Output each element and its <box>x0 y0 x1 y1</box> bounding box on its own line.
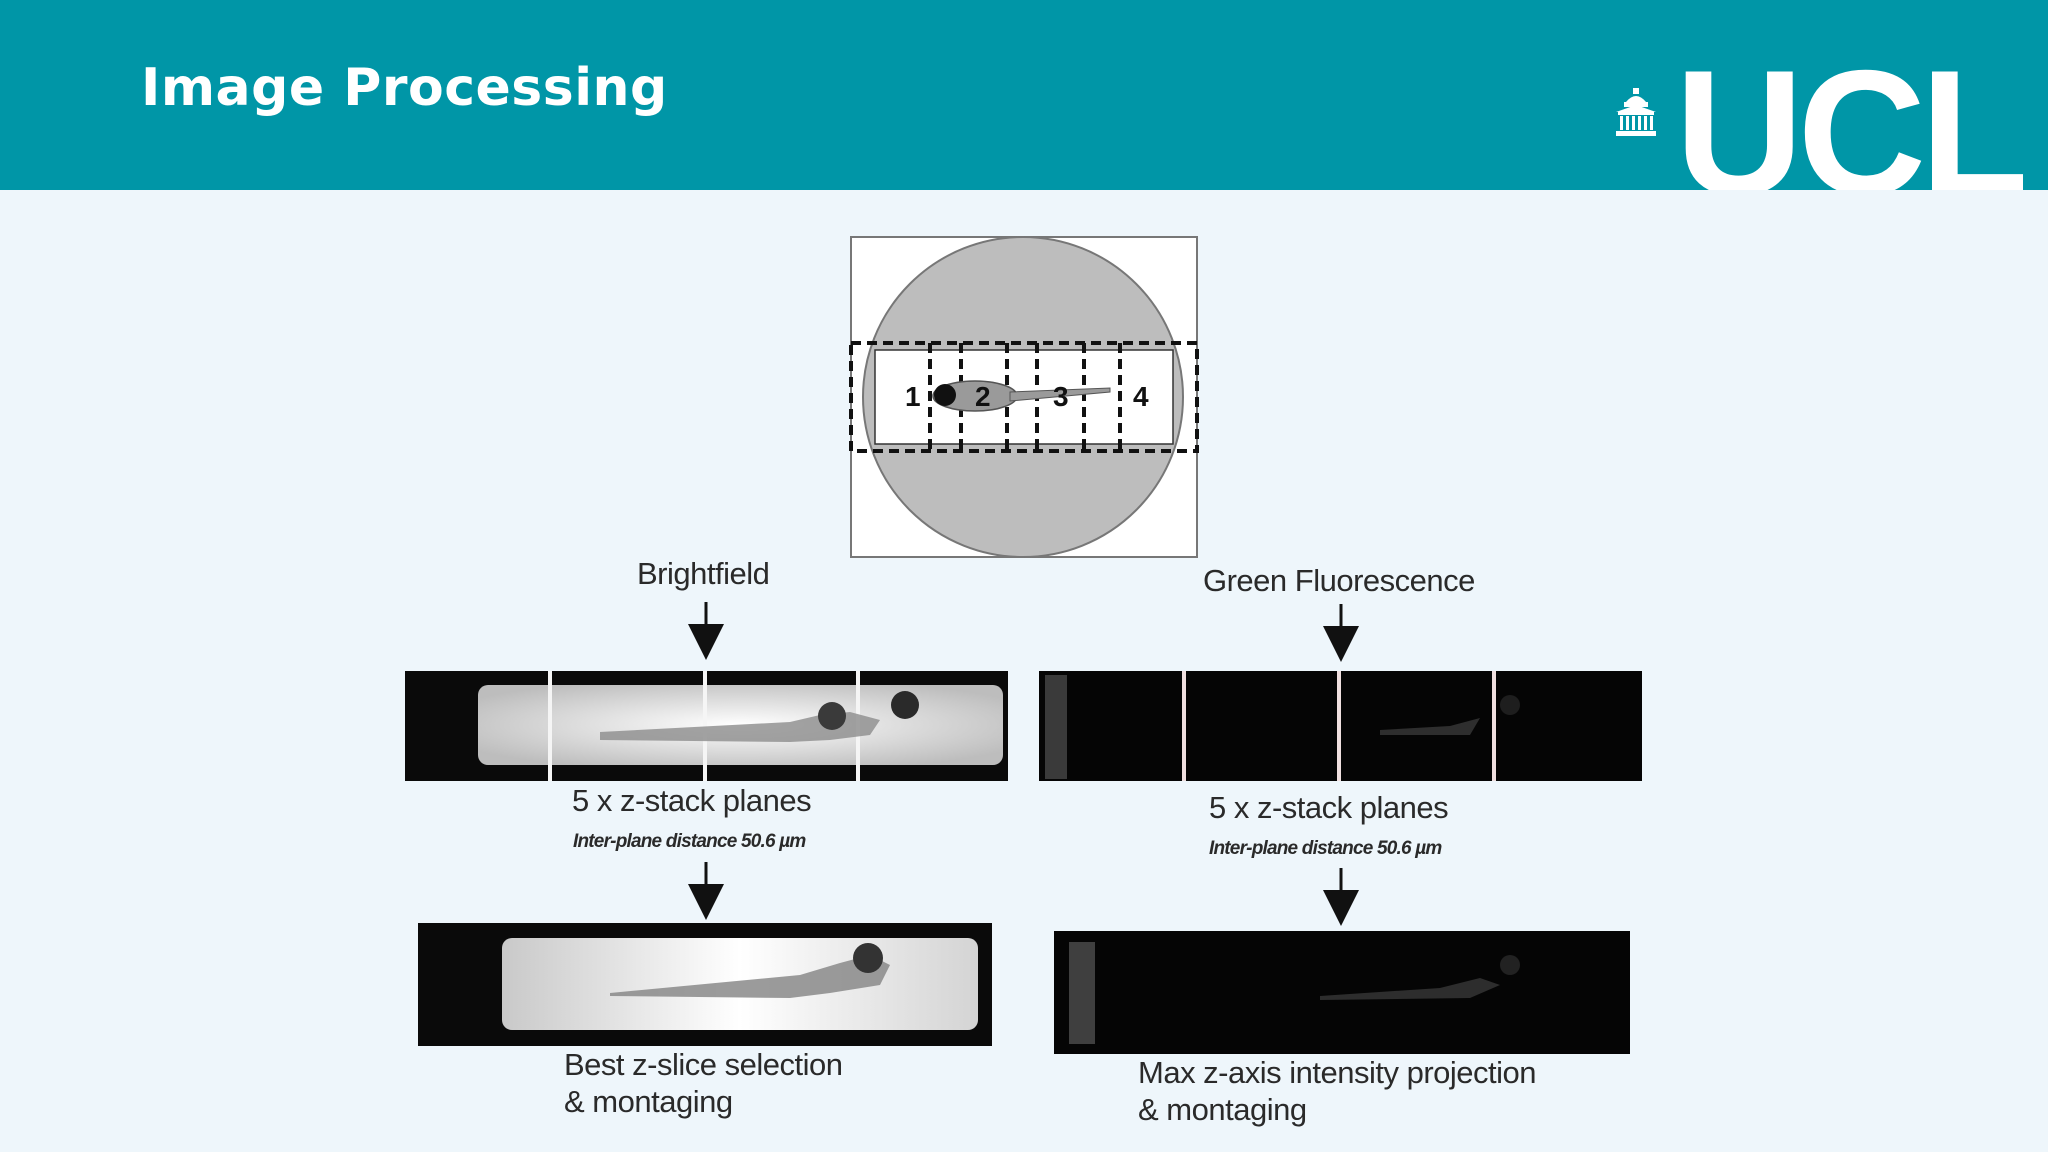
fluorescence-projection-image <box>1054 931 1630 1054</box>
slide-header: Image Processing UCL <box>0 0 2048 190</box>
brightfield-stack-label: 5 x z-stack planes <box>572 783 812 818</box>
ucl-portico-icon <box>1616 88 1656 136</box>
fluorescence-stack-label: 5 x z-stack planes <box>1209 790 1449 825</box>
region-label-3: 3 <box>1053 381 1069 412</box>
brightfield-z-stack-tiles <box>405 671 1008 781</box>
brightfield-montage-image <box>418 923 992 1046</box>
fluorescence-result-caption: Max z-axis intensity projection & montag… <box>1138 1055 1537 1127</box>
ucl-logo: UCL <box>1675 58 2023 190</box>
region-label-4: 4 <box>1133 381 1149 412</box>
region-label-1: 1 <box>905 381 921 412</box>
brightfield-distance-label: Inter-plane distance 50.6 µm <box>573 831 806 852</box>
plate-well-illustration <box>849 236 1199 558</box>
plate-region-labels: 1 2 3 4 <box>905 381 1149 412</box>
fluorescence-z-stack-tiles <box>1039 671 1642 781</box>
fluorescence-heading: Green Fluorescence <box>1203 563 1475 598</box>
brightfield-heading: Brightfield <box>637 556 770 591</box>
slide-title: Image Processing <box>141 58 668 118</box>
brightfield-result-caption: Best z-slice selection & montaging <box>564 1047 843 1119</box>
fluorescence-distance-label: Inter-plane distance 50.6 µm <box>1209 838 1442 859</box>
region-label-2: 2 <box>975 381 991 412</box>
